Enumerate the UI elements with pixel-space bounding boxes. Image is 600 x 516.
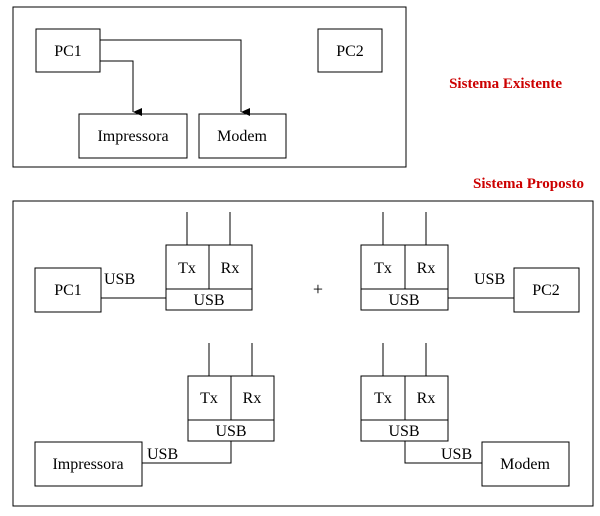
module-usb-label: USB xyxy=(388,292,419,309)
printer-usb-label: USB xyxy=(147,446,178,463)
rx-label: Rx xyxy=(417,260,436,277)
existing-pc1-node: PC1 xyxy=(35,28,101,73)
existing-modem-box xyxy=(198,113,287,159)
existing-modem-label: Modem xyxy=(217,128,267,145)
tx-label: Tx xyxy=(178,260,196,277)
existing-pc1-box xyxy=(35,28,101,73)
proposed-pc1-label: PC1 xyxy=(54,282,82,299)
module-usb-label: USB xyxy=(388,423,419,440)
modem-usb-label: USB xyxy=(441,446,472,463)
existing-printer-node: Impressora xyxy=(78,113,188,159)
existing-modem-node: Modem xyxy=(198,113,287,159)
proposed-printer-node: Impressora xyxy=(34,441,143,487)
proposed-modem-box xyxy=(481,441,570,487)
existing-pc2-box xyxy=(317,28,383,73)
existing-pc1-to-modem-arrow xyxy=(100,39,250,116)
proposed-pc1-box xyxy=(34,267,102,313)
existing-pc1-label: PC1 xyxy=(54,43,82,60)
existing-pc1-to-printer-arrow xyxy=(100,60,142,116)
proposed-modem-node: Modem xyxy=(481,441,570,487)
usb-radio-module-printer: Tx Rx USB xyxy=(187,343,275,442)
tx-label: Tx xyxy=(374,390,392,407)
usb-radio-module-pc2: Tx Rx USB xyxy=(360,212,449,311)
existing-system-title: Sistema Existente xyxy=(449,76,562,92)
module-usb-label: USB xyxy=(215,423,246,440)
existing-printer-box xyxy=(78,113,188,159)
printer-usb-connection xyxy=(142,441,232,464)
existing-pc2-node: PC2 xyxy=(317,28,383,73)
proposed-pc2-node: PC2 xyxy=(513,267,580,313)
usb-radio-module-modem: Tx Rx USB xyxy=(360,343,449,442)
module-usb-label: USB xyxy=(193,292,224,309)
rx-label: Rx xyxy=(243,390,262,407)
rx-label: Rx xyxy=(221,260,240,277)
existing-printer-label: Impressora xyxy=(97,128,168,145)
tx-label: Tx xyxy=(374,260,392,277)
modem-usb-connection xyxy=(404,441,482,464)
proposed-pc2-label: PC2 xyxy=(532,282,560,299)
pc1-usb-label: USB xyxy=(104,271,135,288)
existing-pc2-label: PC2 xyxy=(336,43,364,60)
tx-label: Tx xyxy=(200,390,218,407)
pc2-usb-label: USB xyxy=(474,271,505,288)
proposed-printer-box xyxy=(34,441,143,487)
rx-label: Rx xyxy=(417,390,436,407)
proposed-modem-label: Modem xyxy=(500,456,550,473)
proposed-system-title: Sistema Proposto xyxy=(473,176,584,192)
plus-sign: + xyxy=(313,279,323,299)
proposed-pc1-node: PC1 xyxy=(34,267,102,313)
usb-radio-module-pc1: Tx Rx USB xyxy=(165,212,253,311)
proposed-printer-label: Impressora xyxy=(52,456,123,473)
proposed-pc2-box xyxy=(513,267,580,313)
